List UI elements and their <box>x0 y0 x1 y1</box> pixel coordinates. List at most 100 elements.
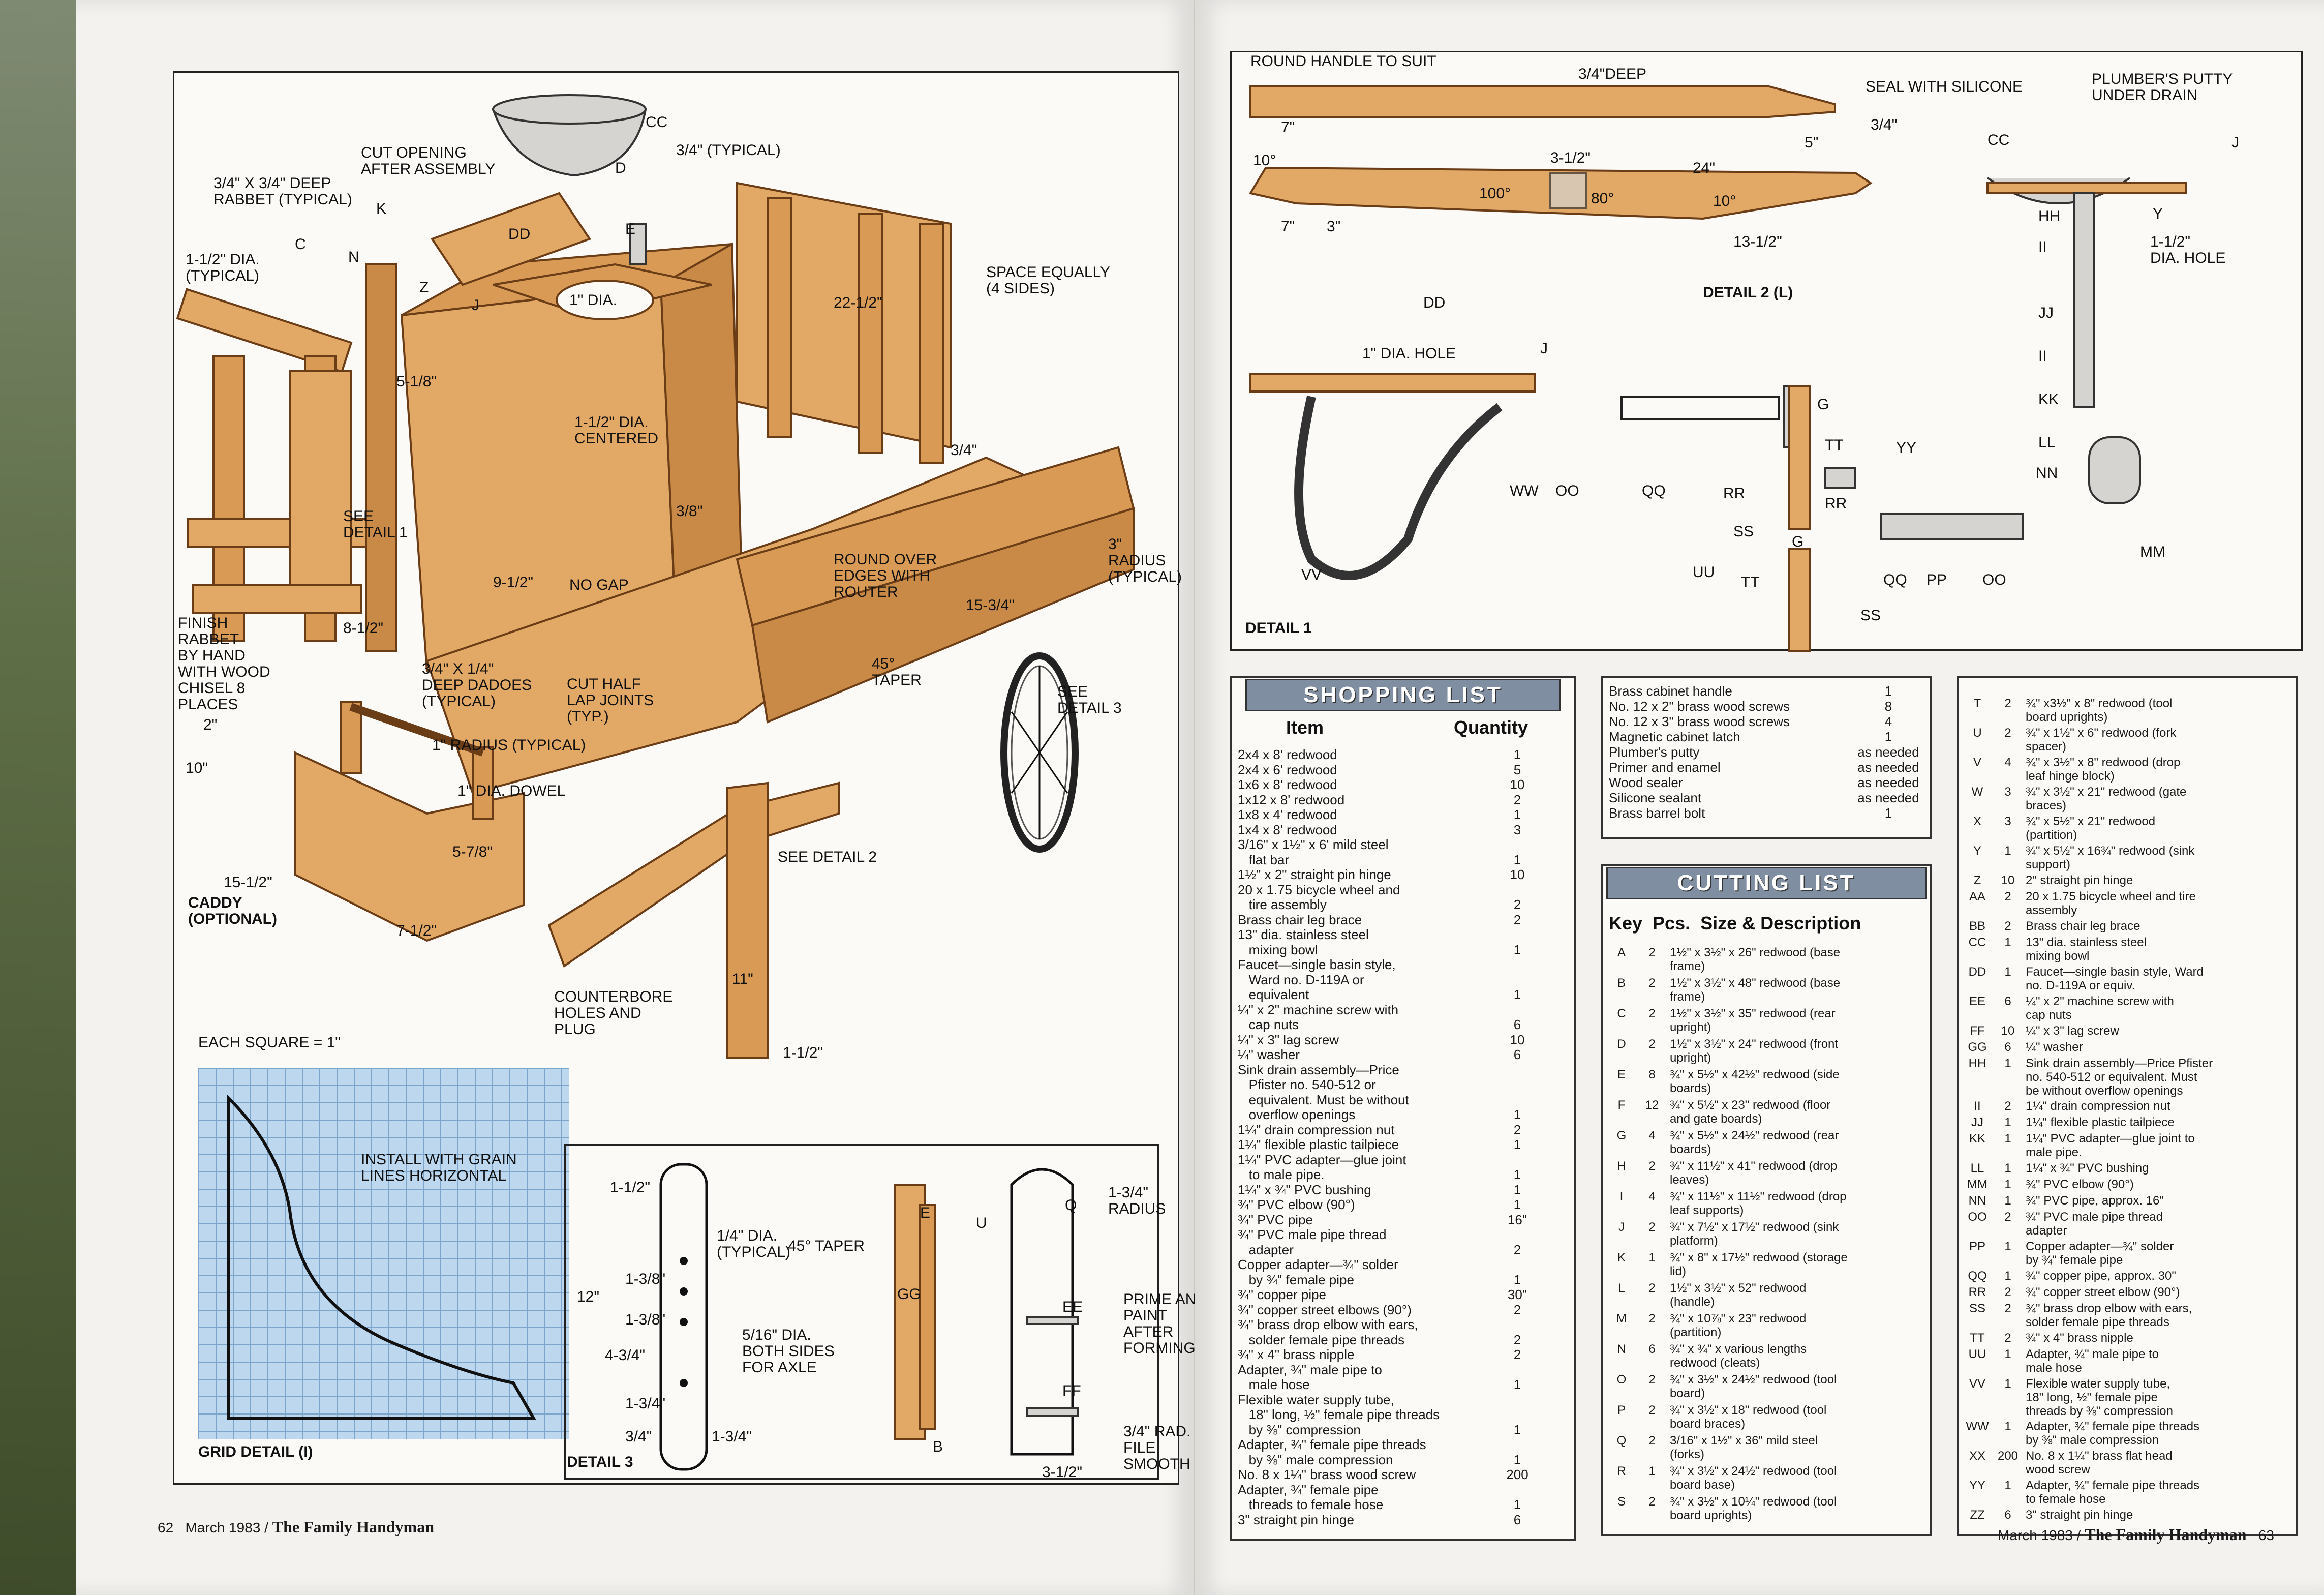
cutting-key: W <box>1971 785 1983 799</box>
d1-ss: SS <box>1733 523 1754 540</box>
cutting-key: J <box>1618 1220 1625 1234</box>
cutting-key: LL <box>1970 1161 1984 1175</box>
shopping-item: Primer and enamel <box>1609 760 1721 775</box>
grid-detail-curve <box>227 1094 537 1420</box>
right-footer: March 1983 / The Family Handyman 63 <box>1998 1525 2274 1544</box>
label-d3-138a: 1-3/8" <box>625 1271 666 1287</box>
cutting-key: JJ <box>1971 1116 1983 1129</box>
cutting-key: EE <box>1969 995 1985 1008</box>
label-counterbore: COUNTERBORE HOLES AND PLUG <box>554 988 673 1038</box>
grid-detail-paper <box>198 1068 569 1439</box>
cutting-key: C <box>1617 1007 1626 1020</box>
d1-tt: TT <box>1825 437 1844 454</box>
cutting-pieces: 8 <box>1648 1068 1656 1081</box>
cutting-pieces: 2 <box>1648 1495 1656 1509</box>
shopping-quantity: 2 <box>1513 1332 1521 1347</box>
label-no-gap: NO GAP <box>569 577 629 593</box>
cutting-pieces: 3 <box>2004 815 2011 828</box>
d1-pp: PP <box>1927 571 1947 588</box>
cutting-key: TT <box>1970 1331 1985 1345</box>
cutting-description: ¾" x 3½" x 24½" redwood (tool board) <box>1670 1373 1837 1400</box>
shopping-quantity: as needed <box>1857 744 1919 760</box>
d1-seal: SEAL WITH SILICONE <box>1866 78 2023 95</box>
shopping-item: ¾" PVC male pipe thread <box>1238 1227 1387 1242</box>
cutting-pieces: 1 <box>2004 1269 2011 1283</box>
shopping-quantity: 1 <box>1513 1107 1521 1122</box>
d1-oo: OO <box>1555 483 1579 499</box>
shopping-item: 1¼" PVC adapter—glue joint <box>1238 1152 1406 1167</box>
shopping-quantity: 1 <box>1513 1137 1521 1152</box>
cutting-pieces: 1 <box>1648 1464 1656 1478</box>
label-11: 11" <box>732 971 753 987</box>
details-frame <box>1230 51 2303 651</box>
shopping-item: 1¼" drain compression nut <box>1238 1122 1395 1137</box>
cutting-description: 1½" x 3½" x 24" redwood (front upright) <box>1670 1037 1839 1065</box>
cutting-pieces: 2 <box>2004 1099 2011 1113</box>
cutting-description: Brass chair leg brace <box>2026 919 2140 933</box>
d2-label-10: 10° <box>1713 193 1736 209</box>
shopping-quantity: 16" <box>1507 1212 1527 1227</box>
cutting-key: V <box>1973 756 1981 769</box>
shopping-quantity: 1 <box>1513 852 1521 867</box>
label-d: D <box>615 160 626 176</box>
d2-label-1: 3/4"DEEP <box>1578 66 1647 82</box>
d1-hh: HH <box>2038 208 2061 225</box>
issue-date-right: March 1983 <box>1998 1527 2073 1543</box>
d2-label-12: 3" <box>1327 218 1341 235</box>
shopping-quantity: 200 <box>1506 1467 1528 1482</box>
label-d3-file: 3/4" RAD. FILE SMOOTH <box>1123 1423 1191 1472</box>
shopping-quantity: 1 <box>1513 987 1521 1002</box>
d1-g: G <box>1817 396 1829 413</box>
shopping-item: 1x6 x 8' redwood <box>1238 777 1337 792</box>
cutting-pieces: 3 <box>2004 785 2011 799</box>
shopping-quantity: 1 <box>1513 807 1521 822</box>
d1-y: Y <box>2153 205 2163 222</box>
shopping-item: Silicone sealant <box>1609 790 1702 805</box>
d2-label-9: 80° <box>1591 190 1614 207</box>
label-d3-q: Q <box>1065 1197 1077 1214</box>
cutting-pieces: 4 <box>2004 756 2011 769</box>
cutting-list-header: Key Pcs. Size & Description <box>1609 913 1861 934</box>
d1-oo2: OO <box>1982 571 2006 588</box>
cutting-pieces: 2 <box>2004 726 2011 740</box>
page-number-right: 63 <box>2258 1527 2274 1543</box>
shopping-item: No. 12 x 3" brass wood screws <box>1609 714 1790 729</box>
shopping-quantity: 3 <box>1513 822 1521 837</box>
label-see-detail-3: SEE DETAIL 3 <box>1057 683 1122 716</box>
shopping-item: Faucet—single basin style, <box>1238 957 1396 972</box>
label-38: 3/8" <box>676 503 703 520</box>
d1-hole112: 1-1/2" DIA. HOLE <box>2150 233 2226 266</box>
shopping-quantity: 1 <box>1513 1167 1521 1182</box>
cutting-description: 1½" x 3½" x 35" redwood (rear upright) <box>1670 1007 1836 1034</box>
shopping-quantity: 30" <box>1507 1287 1527 1302</box>
d2-label-3: 7" <box>1281 119 1295 136</box>
shopping-quantity: as needed <box>1857 760 1919 775</box>
shopping-item: equivalent. Must be without <box>1238 1092 1409 1107</box>
cutting-pieces: 4 <box>1648 1190 1656 1203</box>
label-cc: CC <box>646 114 668 131</box>
shopping-item: flat bar <box>1238 852 1290 867</box>
cutting-pieces: 2 <box>2004 697 2011 710</box>
shopping-item: 13" dia. stainless steel <box>1238 927 1369 942</box>
background-scenery <box>0 0 86 1595</box>
label-dia-centered: 1-1/2" DIA. CENTERED <box>574 414 659 447</box>
cutting-description: 13" dia. stainless steel mixing bowl <box>2026 936 2147 963</box>
cutting-description: ¾" x ¾" x various lengths redwood (cleat… <box>1670 1342 1807 1370</box>
shopping-item: cap nuts <box>1238 1017 1299 1032</box>
label-caddy: CADDY (OPTIONAL) <box>188 894 277 927</box>
cutting-key: CC <box>1968 936 1986 949</box>
cutting-description: ¾" x 5½" x 24½" redwood (rear boards) <box>1670 1129 1839 1156</box>
cutting-description: ¾" x 11½" x 11½" redwood (drop leaf supp… <box>1670 1190 1847 1217</box>
label-see-detail-1: SEE DETAIL 1 <box>343 508 408 541</box>
cutting-key: N <box>1617 1342 1626 1356</box>
cutting-pieces: 2 <box>2004 1302 2011 1315</box>
shopping-item: Sink drain assembly—Price <box>1238 1062 1399 1077</box>
cutting-pieces: 1 <box>2004 1377 2011 1391</box>
cutting-key: U <box>1973 726 1982 740</box>
shopping-item: Adapter, ¾" female pipe <box>1238 1482 1379 1497</box>
shopping-item: by ⅜" compression <box>1238 1422 1361 1437</box>
shopping-quantity: 2 <box>1513 792 1521 807</box>
cutting-description: ¾" x 7½" x 17½" redwood (sink platform) <box>1670 1220 1839 1248</box>
